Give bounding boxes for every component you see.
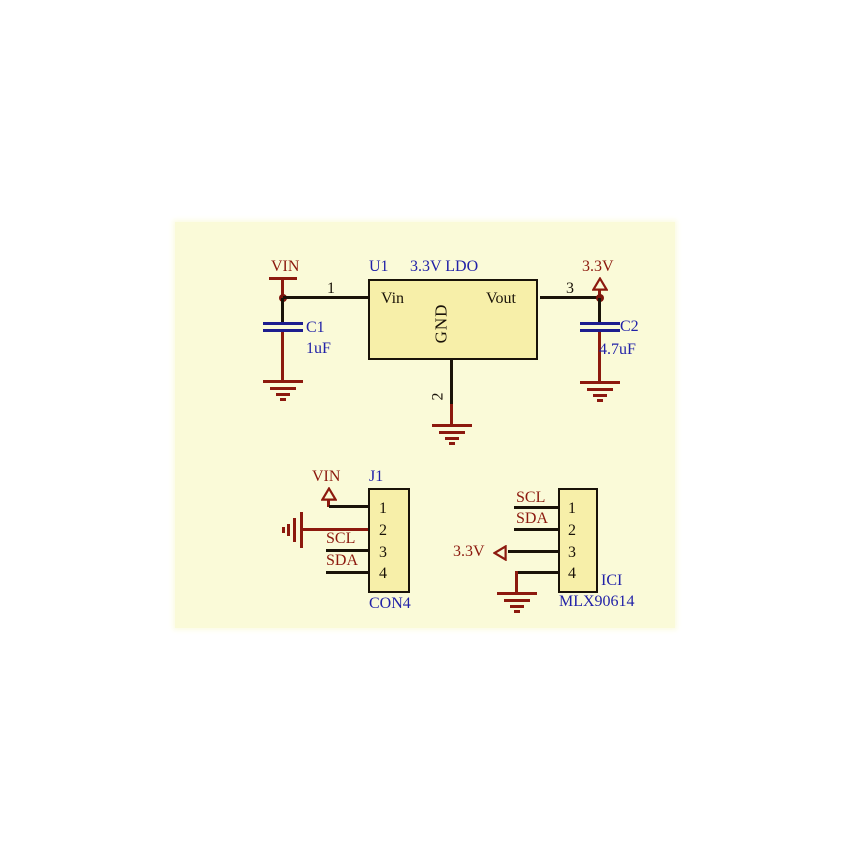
j1-vin-stem bbox=[327, 500, 330, 507]
u1-pin2-number: 2 bbox=[429, 392, 447, 401]
u1-value: 3.3V LDO bbox=[410, 258, 479, 275]
power-arrow-left-icon bbox=[493, 545, 507, 561]
j1-pin4-number: 4 bbox=[379, 565, 387, 582]
wire-c1-to-ground bbox=[281, 332, 284, 380]
u1-pin3-number: 3 bbox=[566, 280, 574, 297]
c2-ref: C2 bbox=[620, 318, 639, 335]
c2-value: 4.7uF bbox=[599, 341, 636, 358]
wire-c2-to-ground bbox=[598, 332, 601, 381]
net-label-sda-j1: SDA bbox=[326, 552, 359, 569]
net-label-33v-ic: 3.3V bbox=[453, 543, 485, 560]
ic-ref: ICI bbox=[601, 572, 623, 589]
net-label-sda-ic: SDA bbox=[516, 510, 549, 527]
j1-pin2-number: 2 bbox=[379, 522, 387, 539]
power-arrow-up-icon bbox=[321, 487, 337, 501]
net-label-vin-j1: VIN bbox=[312, 468, 341, 485]
wire-j1-pin4 bbox=[326, 571, 368, 574]
c1-capacitor-icon bbox=[263, 329, 303, 332]
ic-pin4-number: 4 bbox=[568, 565, 576, 582]
u1-pin-vout-label: Vout bbox=[486, 290, 516, 307]
ground-icon-u1 bbox=[432, 424, 472, 445]
ic-body bbox=[558, 488, 598, 593]
wire-ic-pin3 bbox=[508, 550, 558, 553]
ground-icon-c1 bbox=[263, 380, 303, 401]
wire-u1-gnd-lower bbox=[450, 404, 453, 424]
ground-left-icon-j1 bbox=[281, 512, 303, 548]
c1-capacitor-icon bbox=[263, 322, 303, 325]
wire-ic-pin1 bbox=[514, 506, 558, 509]
net-label-33v-top: 3.3V bbox=[582, 258, 614, 275]
j1-body bbox=[368, 488, 410, 593]
j1-pin3-number: 3 bbox=[379, 544, 387, 561]
wire-u1-to-33v bbox=[540, 296, 600, 299]
wire-j1-pin3 bbox=[326, 549, 368, 552]
wire-ic-pin4 bbox=[516, 571, 558, 574]
u1-body bbox=[368, 279, 538, 360]
c1-value: 1uF bbox=[306, 340, 331, 357]
j1-value: CON4 bbox=[369, 595, 411, 612]
ic-pin2-number: 2 bbox=[568, 522, 576, 539]
wire-vin-to-u1 bbox=[283, 296, 368, 299]
j1-ref: J1 bbox=[369, 468, 384, 485]
ic-value: MLX90614 bbox=[559, 593, 635, 610]
wire-ic-pin4-down bbox=[515, 571, 518, 592]
net-label-vin: VIN bbox=[271, 258, 300, 275]
wire-c1-top bbox=[281, 298, 284, 322]
wire-j1-pin1 bbox=[329, 505, 368, 508]
u1-pin-gnd-label: GND bbox=[431, 303, 451, 344]
wire-u1-gnd-upper bbox=[450, 360, 453, 404]
c1-ref: C1 bbox=[306, 319, 325, 336]
net-label-scl-ic: SCL bbox=[516, 489, 546, 506]
j1-pin1-number: 1 bbox=[379, 500, 387, 517]
ic-pin1-number: 1 bbox=[568, 500, 576, 517]
c2-capacitor-icon bbox=[580, 329, 620, 332]
ground-icon-ic bbox=[497, 592, 537, 613]
c2-capacitor-icon bbox=[580, 322, 620, 325]
power-arrow-up-icon bbox=[592, 277, 608, 291]
u1-pin-vin-label: Vin bbox=[381, 290, 405, 307]
wire-ic-pin2 bbox=[514, 528, 558, 531]
net-label-scl-j1: SCL bbox=[326, 530, 356, 547]
wire-j1-pin2 bbox=[303, 528, 368, 531]
schematic-canvas: VIN 1 C1 1uF U1 3.3V LDO Vin Vout GND 2 … bbox=[175, 222, 675, 628]
ic-pin3-number: 3 bbox=[568, 544, 576, 561]
u1-pin1-number: 1 bbox=[327, 280, 335, 297]
wire-c2-top bbox=[598, 298, 601, 322]
u1-ref: U1 bbox=[369, 258, 389, 275]
ground-icon-c2 bbox=[580, 381, 620, 402]
vin-power-stem bbox=[281, 277, 284, 298]
